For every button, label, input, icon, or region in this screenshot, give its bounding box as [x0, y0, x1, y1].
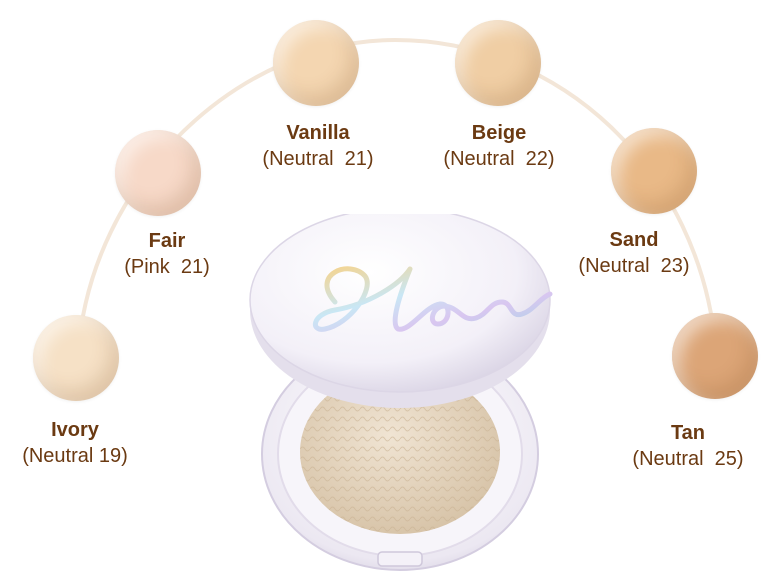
sand-label: Sand (Neutral 23) — [534, 227, 734, 279]
shade-name: Beige — [471, 122, 527, 144]
shade-name: Ivory — [51, 419, 99, 441]
vanilla-label: Vanilla (Neutral 21) — [218, 120, 418, 172]
fair-swatch — [115, 130, 201, 216]
glow-logo — [313, 266, 553, 332]
compact-clasp — [377, 551, 423, 567]
shade-name: Vanilla — [286, 122, 350, 144]
shade-subtitle: (Pink 21) — [124, 256, 210, 278]
shade-subtitle: (Neutral 21) — [262, 148, 374, 170]
fair-label: Fair (Pink 21) — [67, 228, 267, 280]
vanilla-swatch — [273, 20, 359, 106]
shade-name: Fair — [148, 230, 186, 252]
shade-subtitle: (Neutral 19) — [22, 445, 128, 467]
shade-subtitle: (Neutral 25) — [632, 448, 744, 470]
shade-subtitle: (Neutral 22) — [443, 148, 555, 170]
beige-label: Beige (Neutral 22) — [399, 120, 599, 172]
beige-swatch — [455, 20, 541, 106]
shade-subtitle: (Neutral 23) — [578, 255, 690, 277]
cushion-compact — [249, 214, 553, 571]
tan-swatch — [672, 313, 758, 399]
shade-name: Sand — [609, 229, 659, 251]
shade-name: Tan — [670, 422, 706, 444]
ivory-swatch — [33, 315, 119, 401]
sand-swatch — [611, 128, 697, 214]
ivory-label: Ivory (Neutral 19) — [0, 417, 175, 469]
tan-label: Tan (Neutral 25) — [588, 420, 769, 472]
